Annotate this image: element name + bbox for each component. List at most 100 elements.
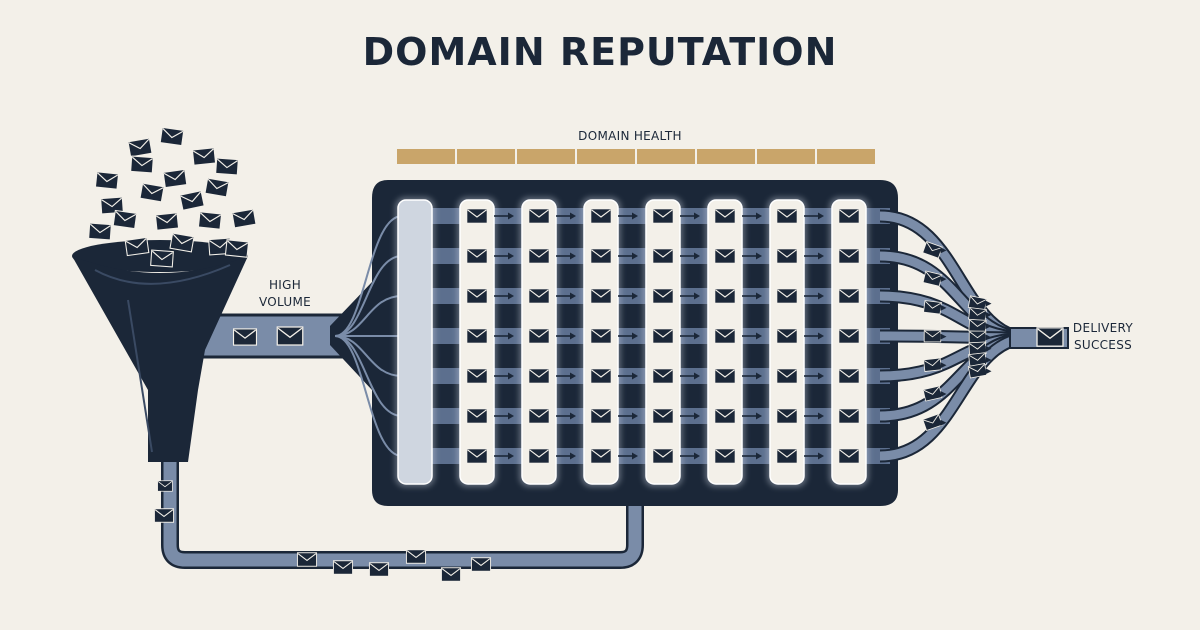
envelope-icon [776, 208, 798, 224]
arrow-head [632, 452, 638, 460]
envelope-icon [652, 368, 674, 384]
arrow-head [985, 368, 992, 375]
arrow-head [570, 332, 576, 340]
envelope-icon [139, 182, 165, 203]
arrow-head [818, 252, 824, 260]
fan-line [334, 295, 403, 337]
envelope-icon [776, 288, 798, 304]
arrow-head [818, 372, 824, 380]
output-fan-pipes [879, 209, 1031, 463]
fan-line [334, 255, 403, 337]
arrow-head [940, 247, 947, 254]
arrow-head [818, 212, 824, 220]
arrow-head [508, 252, 514, 260]
arrow-head [508, 452, 514, 460]
envelope-icon [838, 368, 860, 384]
arrow-head [508, 292, 514, 300]
arrow-head [570, 292, 576, 300]
arrow-head [940, 304, 947, 311]
health-segment [577, 149, 635, 164]
envelope-icon [159, 126, 185, 147]
filter-column [397, 199, 433, 485]
envelope-icon [967, 363, 988, 379]
envelope-icon [652, 408, 674, 424]
envelope-icon [590, 368, 612, 384]
envelope-icon [652, 288, 674, 304]
envelope-icon [124, 236, 150, 257]
arrow-head [508, 372, 514, 380]
arrow-head [818, 332, 824, 340]
envelope-icon [714, 368, 736, 384]
arrow-head [694, 372, 700, 380]
domain-health-bar [397, 149, 875, 164]
envelope-icon [714, 448, 736, 464]
envelope-icon [652, 248, 674, 264]
arrow-head [694, 412, 700, 420]
flow-arrows [494, 212, 824, 460]
envelope-icon [652, 208, 674, 224]
arrow-head [508, 212, 514, 220]
arrow-head [694, 332, 700, 340]
arrow-head [570, 212, 576, 220]
envelope-icon [197, 211, 223, 230]
health-segment [517, 149, 575, 164]
arrow-head [756, 252, 762, 260]
arrow-head [985, 334, 992, 341]
arrow-head [694, 292, 700, 300]
health-segment [757, 149, 815, 164]
envelope-icon [130, 155, 154, 174]
envelope-icon [88, 222, 112, 241]
health-segment [397, 149, 455, 164]
delivery-success-label: DELIVERY SUCCESS [1072, 321, 1134, 352]
arrow-head [508, 332, 514, 340]
envelope-icon [590, 408, 612, 424]
arrow-head [632, 252, 638, 260]
arrow-head [570, 372, 576, 380]
envelope-icon [652, 328, 674, 344]
envelope-icon [466, 368, 488, 384]
envelope-icon [923, 329, 942, 343]
envelope-icon [714, 328, 736, 344]
envelope-icon [714, 248, 736, 264]
envelope-icon [296, 552, 318, 567]
arrow-head [985, 323, 992, 330]
arrow-head [632, 412, 638, 420]
envelope-icon [776, 248, 798, 264]
arrow-head [756, 292, 762, 300]
envelope-icon [838, 208, 860, 224]
envelope-icon [466, 208, 488, 224]
envelope-icon [466, 288, 488, 304]
envelope-icon [368, 562, 390, 577]
envelope-icon [179, 190, 205, 211]
domain-health-label: DOMAIN HEALTH [578, 129, 682, 143]
envelope-icon [127, 137, 153, 158]
arrow-head [940, 362, 947, 369]
fan-line [334, 335, 403, 457]
envelope-icon [714, 208, 736, 224]
input-fan-lines [334, 215, 403, 457]
envelope-icon [838, 288, 860, 304]
high-volume-label: HIGH VOLUME [258, 278, 312, 309]
envelope-icon [162, 168, 188, 189]
arrow-head [985, 345, 992, 352]
arrow-head [818, 292, 824, 300]
arrow-head [940, 276, 947, 283]
envelope-icon [466, 328, 488, 344]
arrow-head [940, 333, 947, 340]
envelope-icon [590, 328, 612, 344]
envelope-icon [466, 448, 488, 464]
envelope-icon [590, 208, 612, 224]
envelope-icon [154, 212, 180, 231]
envelope-icon [232, 328, 258, 346]
arrow-head [756, 412, 762, 420]
envelope-icon [191, 147, 217, 166]
envelope-icon [838, 328, 860, 344]
envelope-icon [528, 328, 550, 344]
envelope-icon [466, 248, 488, 264]
arrow-head [756, 212, 762, 220]
arrow-head [694, 252, 700, 260]
arrow-head [694, 452, 700, 460]
envelope-icon [332, 560, 354, 575]
health-segment [637, 149, 695, 164]
